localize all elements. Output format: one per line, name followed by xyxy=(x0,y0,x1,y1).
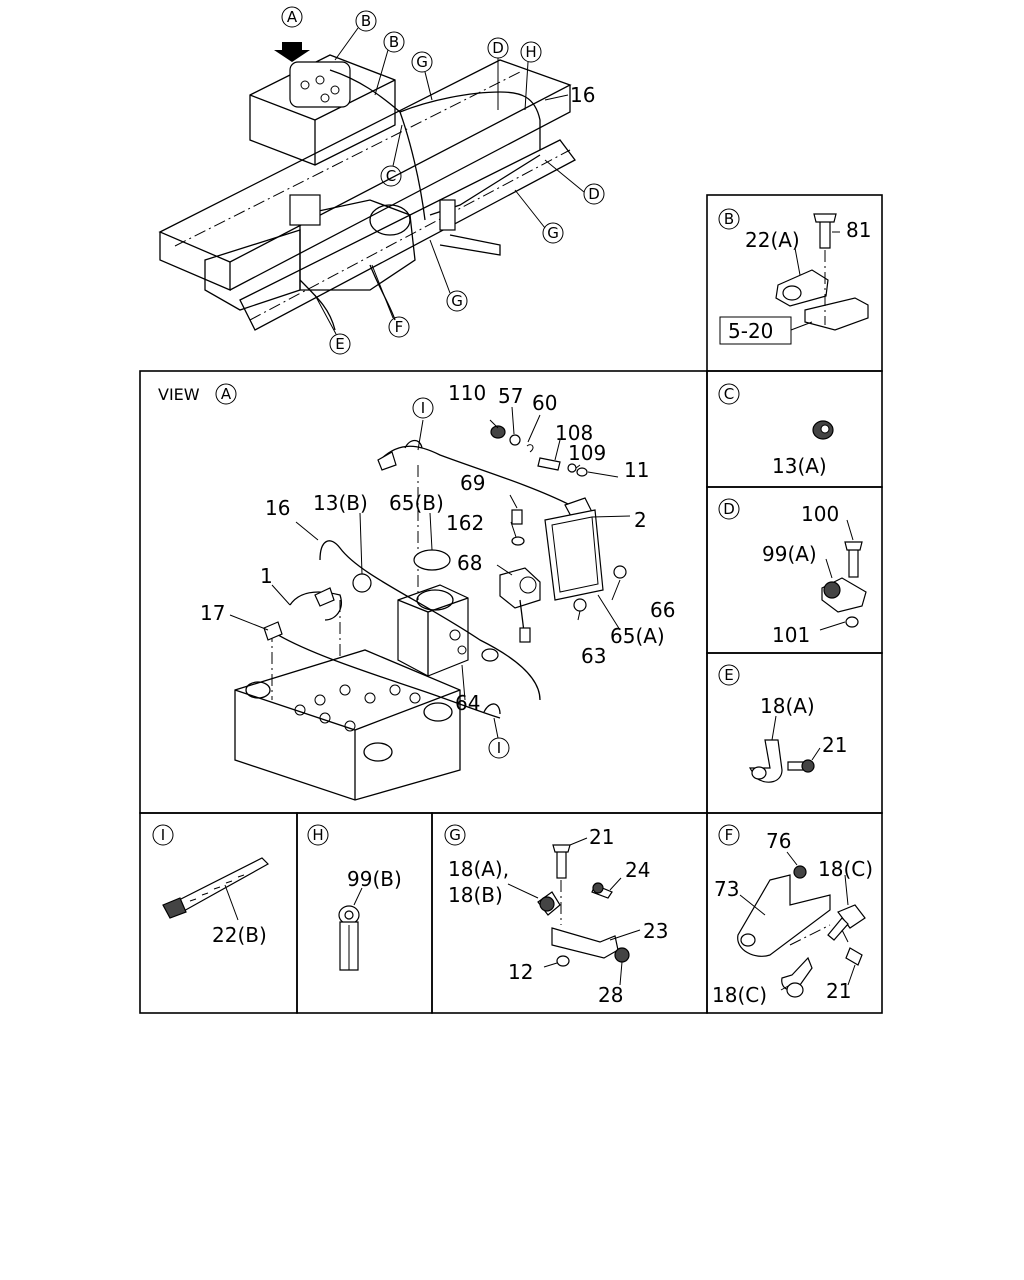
detail-b-ref-box: 5-20 xyxy=(728,319,773,343)
marker-e: E xyxy=(314,294,351,355)
marker-e-label: E xyxy=(335,335,344,353)
detail-i-marker: I xyxy=(161,826,165,844)
detail-f-panel: F 76 18(C) 73 18(C) 21 xyxy=(712,824,873,1007)
part-label-66: 66 xyxy=(650,598,675,622)
detail-g-panel: G 21 18(A), 18(B) 24 23 12 28 xyxy=(444,824,668,1007)
detail-d-label-101: 101 xyxy=(772,623,810,647)
part-label-13b: 13(B) xyxy=(313,491,368,515)
detail-d-label-99a: 99(A) xyxy=(762,542,817,566)
marker-d-1: D xyxy=(487,37,509,110)
view-a-marker-i-top: I xyxy=(412,397,434,419)
detail-d-label-100: 100 xyxy=(801,502,839,526)
overview-markers: A B B G D H C D G G F E 16 xyxy=(281,6,605,355)
detail-g-label-23: 23 xyxy=(643,919,668,943)
view-a-marker-i-bottom: I xyxy=(488,737,510,759)
detail-f-marker: F xyxy=(725,826,734,844)
detail-g-label-24: 24 xyxy=(625,858,650,882)
part-label-17: 17 xyxy=(200,601,225,625)
detail-h-label-99b: 99(B) xyxy=(347,867,402,891)
detail-c-marker: C xyxy=(724,385,734,403)
marker-g-1-label: G xyxy=(416,53,428,71)
detail-b-marker: B xyxy=(724,210,734,228)
detail-e-marker: E xyxy=(724,666,733,684)
part-label-68: 68 xyxy=(457,551,482,575)
view-a-marker-i-top-label: I xyxy=(421,399,425,417)
detail-f-label-21: 21 xyxy=(826,979,851,1003)
marker-c: C xyxy=(380,124,403,187)
marker-d-2-label: D xyxy=(588,185,600,203)
marker-b-1: B xyxy=(334,10,377,61)
part-label-69: 69 xyxy=(460,471,485,495)
marker-g-3: G xyxy=(429,239,468,312)
part-label-65a: 65(A) xyxy=(610,624,665,648)
detail-b-label-81: 81 xyxy=(846,218,871,242)
detail-e-panel: E 18(A) 21 xyxy=(718,664,847,783)
detail-d-panel: D 100 99(A) 101 xyxy=(718,498,867,647)
part-label-11: 11 xyxy=(624,458,649,482)
panel-frames xyxy=(139,194,883,1014)
view-arrow-icon xyxy=(274,42,310,62)
part-label-162: 162 xyxy=(446,511,484,535)
detail-i-panel: I 22(B) xyxy=(152,824,269,947)
detail-f-label-18c-bottom: 18(C) xyxy=(712,983,767,1007)
detail-g-label-21: 21 xyxy=(589,825,614,849)
view-a-title-marker: A xyxy=(221,385,232,403)
detail-g-marker: G xyxy=(449,826,461,844)
part-label-65b: 65(B) xyxy=(389,491,444,515)
part-label-1: 1 xyxy=(260,564,273,588)
marker-g-2: G xyxy=(514,189,564,244)
detail-d-marker: D xyxy=(723,500,735,518)
marker-f-label: F xyxy=(395,318,404,336)
detail-e-label-18a: 18(A) xyxy=(760,694,815,718)
detail-b-label-22a: 22(A) xyxy=(745,228,800,252)
part-label-64: 64 xyxy=(455,691,480,715)
marker-h: H xyxy=(520,41,542,111)
detail-f-label-18c-top: 18(C) xyxy=(818,857,873,881)
marker-d-1-label: D xyxy=(492,39,504,57)
overview-part-16: 16 xyxy=(570,83,595,107)
marker-a-label: A xyxy=(287,8,298,26)
part-label-60: 60 xyxy=(532,391,557,415)
detail-g-label-18a: 18(A), xyxy=(448,857,509,881)
marker-h-label: H xyxy=(525,43,536,61)
detail-h-panel: H 99(B) xyxy=(307,824,402,971)
detail-b-panel: B 22(A) 81 5-20 xyxy=(718,208,871,345)
part-label-16: 16 xyxy=(265,496,290,520)
view-a-title: VIEW xyxy=(158,385,200,404)
overview-drawing xyxy=(158,42,576,331)
marker-a: A xyxy=(281,6,303,28)
detail-f-label-73: 73 xyxy=(714,877,739,901)
detail-h-marker: H xyxy=(312,826,323,844)
part-label-110: 110 xyxy=(448,381,486,405)
marker-g-3-label: G xyxy=(451,292,463,310)
part-label-109: 109 xyxy=(568,441,606,465)
part-label-63: 63 xyxy=(581,644,606,668)
marker-f: F xyxy=(371,264,410,338)
marker-b-2: B xyxy=(374,31,405,96)
part-label-57: 57 xyxy=(498,384,523,408)
detail-g-label-28: 28 xyxy=(598,983,623,1007)
view-a-panel: VIEW A xyxy=(158,381,675,801)
detail-g-label-18b: 18(B) xyxy=(448,883,503,907)
marker-c-label: C xyxy=(386,167,396,185)
detail-e-label-21: 21 xyxy=(822,733,847,757)
marker-b-2-label: B xyxy=(389,33,399,51)
detail-c-label-13a: 13(A) xyxy=(772,454,827,478)
marker-g-2-label: G xyxy=(547,224,559,242)
marker-b-1-label: B xyxy=(361,12,371,30)
view-a-marker-i-bottom-label: I xyxy=(497,739,501,757)
part-label-108: 108 xyxy=(555,421,593,445)
part-label-2: 2 xyxy=(634,508,647,532)
detail-f-label-76: 76 xyxy=(766,829,791,853)
detail-i-label-22b: 22(B) xyxy=(212,923,267,947)
marker-d-2: D xyxy=(544,159,605,205)
marker-g-1: G xyxy=(411,51,433,101)
detail-c-panel: C 13(A) xyxy=(718,383,834,478)
detail-g-label-12: 12 xyxy=(508,960,533,984)
